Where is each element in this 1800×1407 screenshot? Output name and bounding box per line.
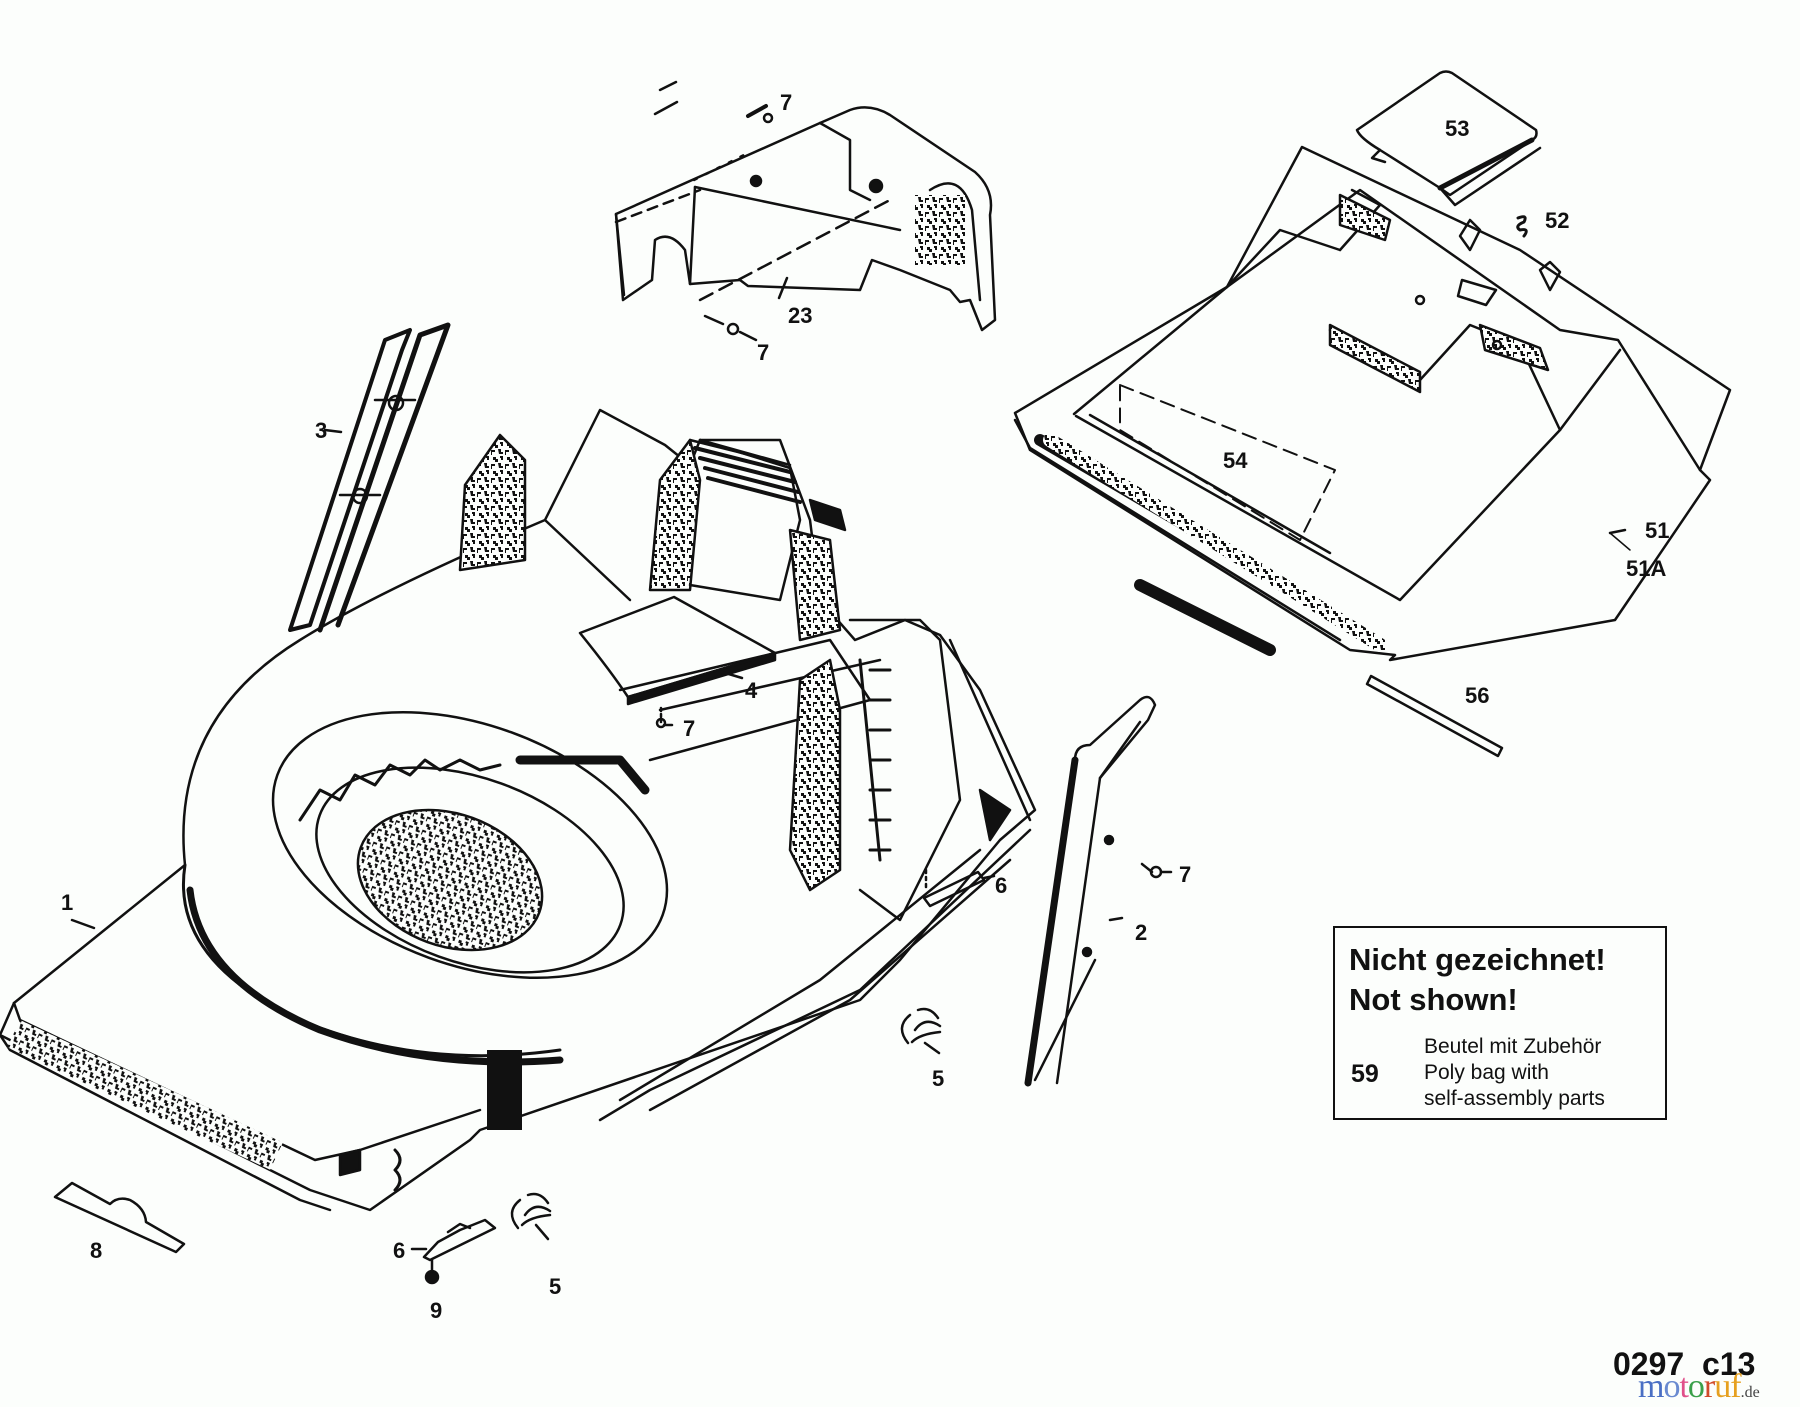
leader-23 xyxy=(777,276,789,300)
part-8-plate xyxy=(53,1181,186,1254)
not-shown-title-de: Nicht gezeichnet! xyxy=(1349,942,1606,977)
part-23-rear-cover xyxy=(614,80,997,332)
part-52-spring-icon xyxy=(1516,215,1528,238)
leader-4 xyxy=(720,670,744,680)
callout-1: 1 xyxy=(61,890,74,915)
callout-6a: 6 xyxy=(995,873,1008,898)
callout-54: 54 xyxy=(1223,448,1248,473)
watermark-logo: motoruf.de xyxy=(1638,1370,1760,1404)
part-5b-cap xyxy=(510,1192,552,1241)
not-shown-item-number: 59 xyxy=(1351,1060,1379,1088)
not-shown-line-3: self-assembly parts xyxy=(1424,1087,1605,1110)
leader-7a xyxy=(692,153,746,182)
not-shown-box: Nicht gezeichnet! Not shown! 59 Beutel m… xyxy=(1333,926,1667,1120)
callout-3: 3 xyxy=(315,418,328,443)
leader-2 xyxy=(1108,916,1124,922)
screw-7c-icon xyxy=(655,706,674,729)
callout-53: 53 xyxy=(1445,116,1470,141)
watermark-letter: u xyxy=(1714,1368,1731,1405)
callout-9: 9 xyxy=(430,1298,443,1323)
callout-51a: 51A xyxy=(1626,556,1667,581)
callout-7d: 7 xyxy=(1179,862,1192,887)
part-4-plate xyxy=(578,595,777,706)
screw-7a-icon xyxy=(746,104,774,124)
callout-23: 23 xyxy=(788,303,813,328)
screw-7d-icon xyxy=(1140,862,1173,879)
watermark-letter: t xyxy=(1679,1368,1689,1405)
part-56-pin xyxy=(1365,674,1504,758)
callout-8: 8 xyxy=(90,1238,103,1263)
screw-7b-icon xyxy=(703,314,758,342)
watermark-letter: f xyxy=(1730,1368,1741,1405)
part-6a-clip xyxy=(922,868,986,908)
callout-7a: 7 xyxy=(780,90,793,115)
callout-5b: 5 xyxy=(549,1274,562,1299)
part-9-screw-icon xyxy=(424,1258,440,1285)
callout-7c: 7 xyxy=(683,716,696,741)
watermark-letter: o xyxy=(1687,1368,1705,1405)
callout-2: 2 xyxy=(1135,920,1148,945)
leader-3 xyxy=(323,428,343,434)
drawing-code: 0297 c13 xyxy=(1613,1346,1756,1382)
callout-5a: 5 xyxy=(932,1066,945,1091)
not-shown-line-2: Poly bag with xyxy=(1424,1061,1549,1084)
part-1-deck-housing xyxy=(0,408,1037,1212)
callout-52: 52 xyxy=(1545,208,1570,233)
not-shown-line-1: Beutel mit Zubehör xyxy=(1424,1035,1602,1058)
watermark-letter: m xyxy=(1638,1368,1664,1405)
callout-4: 4 xyxy=(745,678,758,703)
leader-1 xyxy=(70,918,96,930)
callout-7b: 7 xyxy=(757,340,770,365)
watermark-letter: o xyxy=(1663,1368,1680,1405)
not-shown-title-en: Not shown! xyxy=(1349,982,1518,1017)
callout-56: 56 xyxy=(1465,683,1490,708)
part-2-side-strip xyxy=(1024,695,1157,1087)
part-51-lid xyxy=(1013,145,1732,662)
leader-6a xyxy=(982,874,996,880)
part-6b-clip xyxy=(422,1218,497,1262)
callout-6b: 6 xyxy=(393,1238,406,1263)
watermark-letters: motoruf xyxy=(1638,1368,1742,1405)
part-5a-cap xyxy=(900,1007,942,1055)
part-53-flap xyxy=(1355,70,1542,207)
callout-51: 51 xyxy=(1645,518,1670,543)
watermark-letter: r xyxy=(1703,1368,1715,1405)
part-3-side-strip xyxy=(288,322,451,633)
watermark-tld: .de xyxy=(1740,1384,1760,1401)
